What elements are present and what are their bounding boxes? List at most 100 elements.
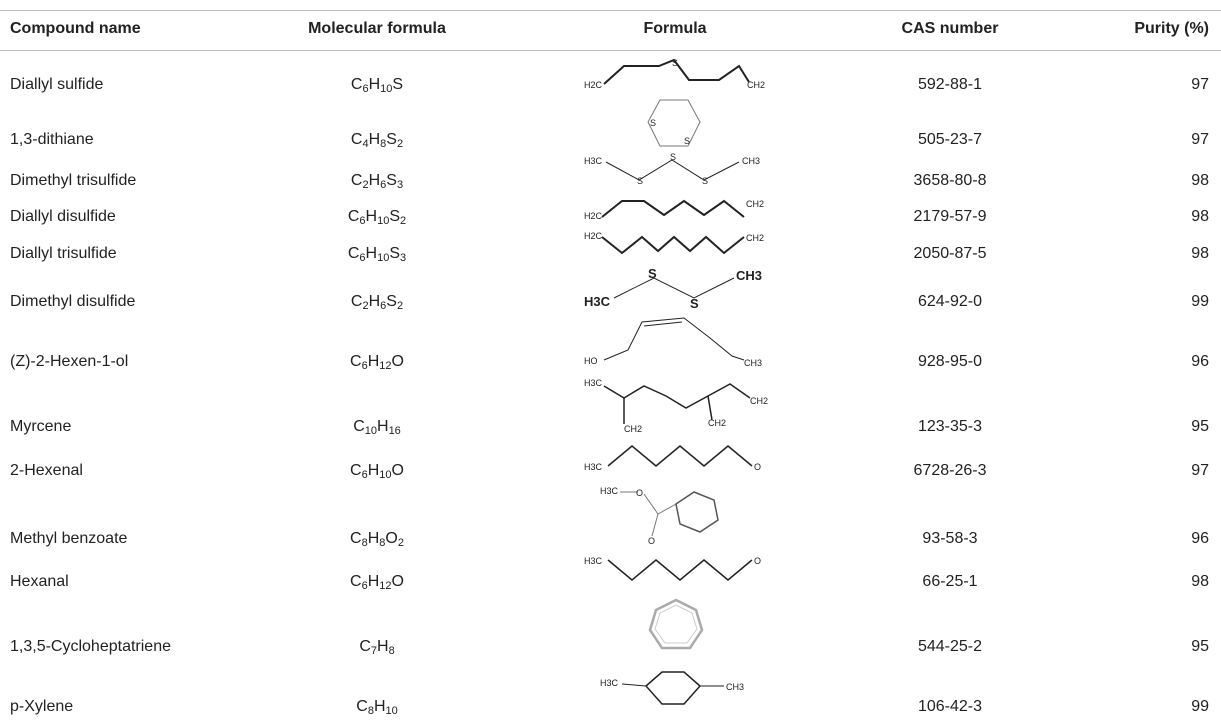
formula-element: H (367, 530, 380, 547)
cas-number-cell: 93-58-3 (922, 530, 978, 547)
formula-element: H (365, 208, 378, 225)
table-top-rule (0, 10, 1221, 11)
molecular-formula-cell: C8H10 (356, 698, 398, 717)
formula-element: H (367, 462, 380, 479)
structure-cycloheptatriene (646, 596, 706, 656)
purity-cell: 98 (1191, 208, 1209, 225)
purity-cell: 96 (1191, 530, 1209, 547)
formula-subscript: 2 (400, 215, 407, 227)
formula-element: S (392, 76, 404, 93)
formula-element: C (347, 208, 360, 225)
molecular-formula-cell: C8H8O2 (350, 530, 404, 549)
formula-subscript: 4 (362, 138, 369, 150)
molecular-formula-cell: C10H16 (353, 418, 401, 437)
molecular-formula-cell: C6H10S3 (348, 245, 406, 264)
cas-number-cell: 928-95-0 (917, 353, 983, 370)
molecular-formula-cell: C4H8S2 (350, 131, 404, 150)
label-ho: HO (584, 356, 598, 366)
formula-element: H (367, 353, 380, 370)
header-formula: Formula (643, 20, 707, 37)
molecular-formula-cell: C6H10O (350, 462, 404, 481)
label-o: O (648, 536, 655, 544)
formula-element: H (377, 418, 389, 435)
label-s: S (690, 296, 699, 310)
formula-element: S (386, 131, 397, 148)
purity-cell: 99 (1191, 293, 1209, 310)
compound-name-cell: 1,3-dithiane (10, 131, 94, 148)
label-h2c: H2C (584, 80, 603, 90)
formula-element: H (368, 131, 381, 148)
molecular-formula-cell: C7H8 (359, 638, 395, 657)
cas-number-cell: 2050-87-5 (913, 245, 987, 262)
formula-subscript: 2 (396, 138, 404, 150)
compound-name-cell: Diallyl sulfide (10, 76, 104, 93)
cas-number-cell: 106-42-3 (917, 698, 983, 715)
structure-hexenol: HO CH3 (584, 314, 769, 374)
formula-element: H (367, 573, 380, 590)
formula-element: C (353, 418, 365, 435)
formula-subscript: 6 (361, 360, 368, 372)
molecular-formula-cell: C6H12O (350, 573, 404, 592)
purity-cell: 95 (1191, 418, 1209, 435)
purity-cell: 98 (1191, 245, 1209, 262)
formula-subscript: 6 (359, 252, 366, 264)
formula-element: C (350, 131, 363, 148)
formula-subscript: 10 (377, 215, 390, 227)
label-h2c: H2C (584, 231, 603, 241)
header-compound-name: Compound name (10, 20, 141, 37)
formula-element: H (377, 638, 389, 655)
formula-subscript: 10 (380, 83, 393, 95)
purity-cell: 97 (1191, 131, 1209, 148)
cas-number-cell: 123-35-3 (917, 418, 983, 435)
label-ch2: CH2 (750, 396, 768, 406)
formula-subscript: 10 (385, 705, 398, 717)
purity-cell: 98 (1191, 172, 1209, 189)
formula-subscript: 8 (388, 645, 395, 657)
label-ch2: CH2 (746, 199, 764, 209)
formula-element: H (368, 172, 381, 189)
formula-element: H (368, 293, 381, 310)
formula-subscript: 16 (388, 425, 401, 437)
formula-subscript: 8 (379, 537, 386, 549)
formula-subscript: 8 (361, 537, 368, 549)
formula-element: H (373, 698, 386, 715)
structure-dithiane: S S (640, 96, 710, 152)
label-h3c: H3C (584, 156, 603, 166)
formula-element: C (350, 353, 362, 370)
molecular-formula-cell: C6H10S2 (347, 208, 407, 227)
formula-element: S (386, 293, 397, 310)
formula-element: H (365, 245, 378, 262)
label-h3c: H3C (584, 556, 603, 566)
cas-number-cell: 6728-26-3 (913, 462, 987, 479)
formula-element: C (350, 172, 363, 189)
cas-number-cell: 624-92-0 (917, 293, 983, 310)
label-s: S (670, 152, 676, 162)
label-ch2: CH2 (746, 233, 764, 243)
header-cas-number: CAS number (901, 20, 999, 37)
cas-number-cell: 592-88-1 (917, 76, 983, 93)
label-s: S (672, 58, 678, 68)
structure-dimethyl-trisulfide: H3C S S S CH3 (584, 152, 769, 188)
formula-subscript: 8 (367, 705, 374, 717)
label-ch3: CH3 (742, 156, 760, 166)
formula-subscript: 10 (377, 252, 390, 264)
purity-cell: 99 (1191, 698, 1209, 715)
formula-subscript: 6 (359, 215, 366, 227)
formula-subscript: 2 (362, 300, 369, 312)
label-s: S (684, 136, 690, 146)
label-ch2: CH2 (747, 80, 765, 90)
formula-subscript: 2 (396, 300, 404, 312)
cas-number-cell: 2179-57-9 (913, 208, 987, 225)
compound-name-cell: Hexanal (10, 573, 69, 590)
formula-subscript: 12 (379, 360, 392, 372)
formula-subscript: 6 (380, 179, 387, 191)
purity-cell: 96 (1191, 353, 1209, 370)
compound-name-cell: Methyl benzoate (10, 530, 128, 547)
formula-subscript: 6 (361, 580, 368, 592)
formula-subscript: 3 (396, 179, 404, 191)
formula-element: C (350, 573, 362, 590)
formula-element: C (356, 698, 368, 715)
compound-name-cell: Myrcene (10, 418, 72, 435)
molecular-formula-cell: C6H12O (350, 353, 404, 372)
compound-name-cell: Diallyl trisulfide (10, 245, 117, 262)
